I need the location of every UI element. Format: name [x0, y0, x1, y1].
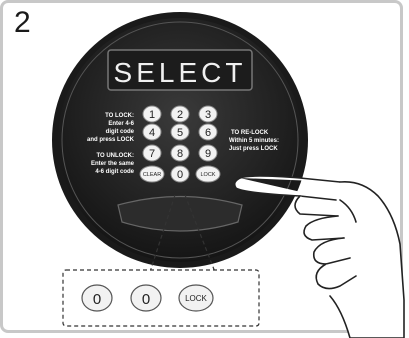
lock-instruction-line: and press LOCK	[87, 137, 135, 143]
key-label: 0	[177, 169, 183, 181]
keypad-key-9[interactable]: 9	[199, 145, 217, 161]
sequence-key-1: 0	[82, 285, 112, 311]
keypad-key-2[interactable]: 2	[171, 106, 189, 122]
relock-instruction-line: Within 5 minutes:	[229, 138, 279, 144]
sequence-key-label: LOCK	[185, 294, 207, 303]
key-label: 4	[149, 127, 155, 139]
keypad-key-6[interactable]: 6	[199, 124, 217, 140]
unlock-instructions: TO UNLOCK: Enter the same 4-6 digit code	[91, 153, 135, 175]
sequence-key-label: 0	[93, 291, 101, 308]
key-label: 3	[205, 109, 211, 121]
key-label: LOCK	[201, 172, 216, 178]
relock-instruction-line: TO RE-LOCK	[231, 130, 269, 136]
relock-instruction-line: Just press LOCK	[229, 146, 278, 152]
keypad-key-7[interactable]: 7	[143, 145, 161, 161]
key-label: 8	[177, 148, 183, 160]
battery-slot	[118, 197, 242, 232]
unlock-instruction-line: 4-6 digit code	[95, 169, 134, 175]
lock-instruction-line: digit code	[106, 129, 135, 135]
keypad-key-clear[interactable]: CLEAR	[140, 166, 164, 182]
key-sequence: 0 0 LOCK	[82, 285, 213, 311]
key-label: 2	[177, 109, 183, 121]
sequence-key-3: LOCK	[179, 285, 213, 311]
key-label: 1	[149, 109, 155, 121]
key-label: 9	[205, 148, 211, 160]
unlock-instruction-line: Enter the same	[91, 161, 135, 167]
sequence-key-label: 0	[142, 291, 150, 308]
keypad-key-1[interactable]: 1	[143, 106, 161, 122]
lock-instruction-line: Enter 4-6	[108, 121, 134, 127]
unlock-instruction-line: TO UNLOCK:	[96, 153, 134, 159]
keypad-key-lock[interactable]: LOCK	[196, 166, 220, 182]
key-label: 6	[205, 127, 211, 139]
sequence-key-2: 0	[131, 285, 161, 311]
keypad-key-0[interactable]: 0	[171, 166, 189, 182]
keypad-key-4[interactable]: 4	[143, 124, 161, 140]
keypad-key-5[interactable]: 5	[171, 124, 189, 140]
key-label: 7	[149, 148, 155, 160]
lock-instruction-line: TO LOCK:	[105, 113, 134, 119]
key-label: CLEAR	[143, 172, 161, 178]
key-label: 5	[177, 127, 183, 139]
keypad-key-8[interactable]: 8	[171, 145, 189, 161]
keypad-key-3[interactable]: 3	[199, 106, 217, 122]
display-text: SELECT	[114, 57, 247, 88]
